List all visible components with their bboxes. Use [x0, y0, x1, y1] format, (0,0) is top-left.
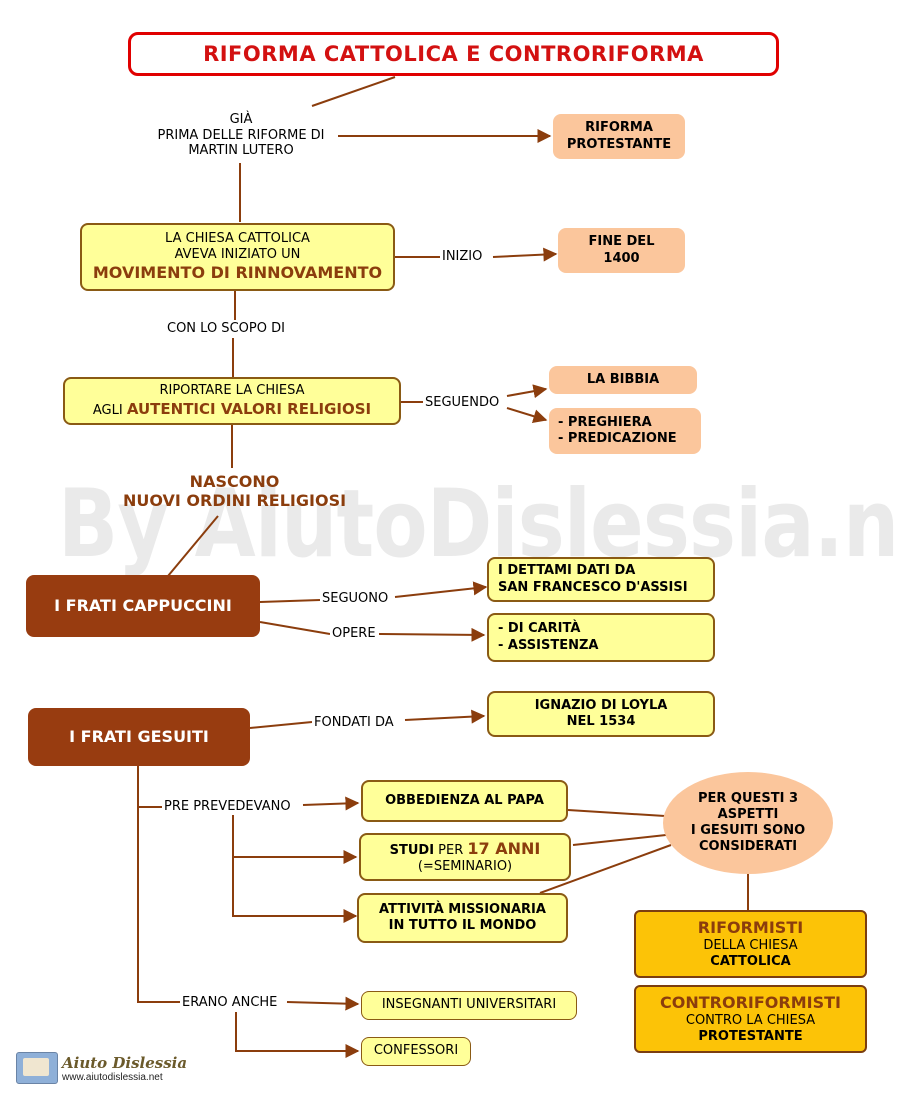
node-fine-1400-line2: 1400	[603, 250, 640, 266]
node-riportare-line1: RIPORTARE LA CHIESA	[159, 383, 305, 399]
label-gia-line2: PRIMA DELLE RIFORME DI	[157, 127, 325, 143]
label-nascono-line1: NASCONO	[189, 472, 280, 491]
label-inizio: INIZIO	[440, 249, 485, 265]
label-con-lo-scopo: CON LO SCOPO DI	[165, 321, 287, 337]
node-frati-gesuiti: I FRATI GESUITI	[28, 708, 250, 766]
node-per-questi-line4: CONSIDERATI	[698, 839, 798, 855]
node-confessori-text: CONFESSORI	[373, 1043, 459, 1059]
node-riforma-protestante-line1: RIFORMA	[585, 120, 653, 136]
label-seguendo: SEGUENDO	[423, 395, 502, 411]
node-preghiera-predicazione: - PREGHIERA - PREDICAZIONE	[549, 408, 701, 454]
node-riportare-chiesa: RIPORTARE LA CHIESA AGLI AUTENTICI VALOR…	[63, 377, 401, 425]
node-studi-line2: (=SEMINARIO)	[417, 859, 513, 874]
label-erano-anche: ERANO ANCHE	[180, 995, 280, 1011]
node-riportare-line2: AGLI AUTENTICI VALORI RELIGIOSI	[93, 400, 371, 419]
node-controriformisti: CONTRORIFORMISTI CONTRO LA CHIESA PROTES…	[634, 985, 867, 1053]
node-riformisti-line2: DELLA CHIESA	[703, 937, 798, 953]
node-carita-assistenza: - DI CARITÀ - ASSISTENZA	[487, 613, 715, 662]
node-controriformisti-line2: CONTRO LA CHIESA	[685, 1012, 816, 1028]
node-controriformisti-line3: PROTESTANTE	[698, 1029, 803, 1044]
node-per-questi-line3: I GESUITI SONO	[690, 823, 806, 838]
page-title-text: RIFORMA CATTOLICA E CONTRORIFORMA	[203, 41, 704, 66]
node-studi-word: STUDI	[389, 842, 435, 858]
node-carita-line2: - ASSISTENZA	[498, 637, 599, 653]
node-dettami-line2: SAN FRANCESCO D'ASSISI	[498, 579, 688, 595]
node-obbedienza-papa: OBBEDIENZA AL PAPA	[361, 780, 568, 822]
label-nascono-line2: NUOVI ORDINI RELIGIOSI	[122, 491, 347, 511]
node-riforma-protestante: RIFORMA PROTESTANTE	[553, 114, 685, 159]
node-frati-gesuiti-text: I FRATI GESUITI	[69, 727, 209, 746]
node-riforma-protestante-line2: PROTESTANTE	[566, 136, 672, 152]
node-riformisti: RIFORMISTI DELLA CHIESA CATTOLICA	[634, 910, 867, 978]
node-riformisti-line1: RIFORMISTI	[697, 917, 804, 937]
node-preghiera-line1: - PREGHIERA	[558, 414, 652, 430]
node-dettami-line1: I DETTAMI DATI DA	[498, 563, 636, 579]
label-seguono: SEGUONO	[320, 591, 391, 607]
node-insegnanti-universitari: INSEGNANTI UNIVERSITARI	[361, 991, 577, 1020]
node-ignazio-di-loyla: IGNAZIO DI LOYLA NEL 1534	[487, 691, 715, 737]
node-bibbia: LA BIBBIA	[549, 366, 697, 394]
node-studi-line1: STUDI PER 17 ANNI	[390, 839, 541, 859]
node-studi-per: PER	[434, 842, 468, 858]
label-nascono: NASCONO NUOVI ORDINI RELIGIOSI	[90, 472, 379, 510]
node-riportare-line2-highlight: AUTENTICI VALORI RELIGIOSI	[126, 399, 372, 418]
logo-name: Aiuto Dislessia	[62, 1053, 188, 1072]
label-fondati-da: FONDATI DA	[312, 715, 396, 731]
node-confessori: CONFESSORI	[361, 1037, 471, 1066]
node-carita-line1: - DI CARITÀ	[498, 621, 581, 637]
node-ignazio-line1: IGNAZIO DI LOYLA	[534, 697, 668, 713]
label-gia-prima: GIÀ PRIMA DELLE RIFORME DI MARTIN LUTERO	[144, 112, 338, 159]
node-per-questi-line2: ASPETTI	[717, 806, 779, 822]
node-studi-years: 17 ANNI	[467, 838, 541, 858]
node-movimento-rinnovamento: LA CHIESA CATTOLICA AVEVA INIZIATO UN MO…	[80, 223, 395, 291]
node-frati-cappuccini: I FRATI CAPPUCCINI	[26, 575, 260, 637]
page-title: RIFORMA CATTOLICA E CONTRORIFORMA	[128, 32, 779, 76]
node-ignazio-line2: NEL 1534	[566, 714, 636, 729]
node-movimento-line1: LA CHIESA CATTOLICA	[165, 230, 310, 246]
node-per-questi-3-aspetti: PER QUESTI 3 ASPETTI I GESUITI SONO CONS…	[663, 772, 833, 874]
node-dettami-san-francesco: I DETTAMI DATI DA SAN FRANCESCO D'ASSISI	[487, 557, 715, 602]
node-movimento-line3: MOVIMENTO DI RINNOVAMENTO	[92, 263, 383, 283]
node-obbedienza-text: OBBEDIENZA AL PAPA	[385, 792, 544, 808]
label-gia-line1: GIÀ	[229, 112, 253, 127]
logo-url: www.aiutodislessia.net	[62, 1071, 163, 1083]
site-logo: Aiuto Dislessia www.aiutodislessia.net	[16, 1052, 187, 1084]
node-studi-17-anni: STUDI PER 17 ANNI (=SEMINARIO)	[359, 833, 571, 881]
node-fine-1400-line1: FINE DEL	[588, 234, 655, 250]
label-prevedevano: PRE PREVEDEVANO	[162, 799, 293, 815]
node-missionaria-line2: IN TUTTO IL MONDO	[388, 918, 537, 933]
logo-text: Aiuto Dislessia www.aiutodislessia.net	[62, 1054, 187, 1083]
node-preghiera-line2: - PREDICAZIONE	[558, 431, 677, 446]
node-movimento-line2: AVEVA INIZIATO UN	[174, 247, 301, 262]
node-attivita-missionaria: ATTIVITÀ MISSIONARIA IN TUTTO IL MONDO	[357, 893, 568, 943]
node-bibbia-text: LA BIBBIA	[586, 371, 660, 387]
watermark-text: By AiutoDislessia.net	[58, 470, 900, 579]
node-insegnanti-text: INSEGNANTI UNIVERSITARI	[381, 997, 557, 1013]
node-frati-cappuccini-text: I FRATI CAPPUCCINI	[54, 596, 232, 615]
node-controriformisti-line1: CONTRORIFORMISTI	[660, 992, 841, 1012]
node-riformisti-line3: CATTOLICA	[710, 954, 791, 969]
node-fine-1400: FINE DEL 1400	[558, 228, 685, 273]
book-icon	[16, 1052, 58, 1084]
node-missionaria-line1: ATTIVITÀ MISSIONARIA	[379, 901, 546, 917]
label-gia-line3: MARTIN LUTERO	[188, 143, 294, 159]
label-opere: OPERE	[330, 626, 378, 642]
node-riportare-line2-prefix: AGLI	[92, 402, 127, 418]
node-per-questi-line1: PER QUESTI 3	[697, 790, 799, 806]
